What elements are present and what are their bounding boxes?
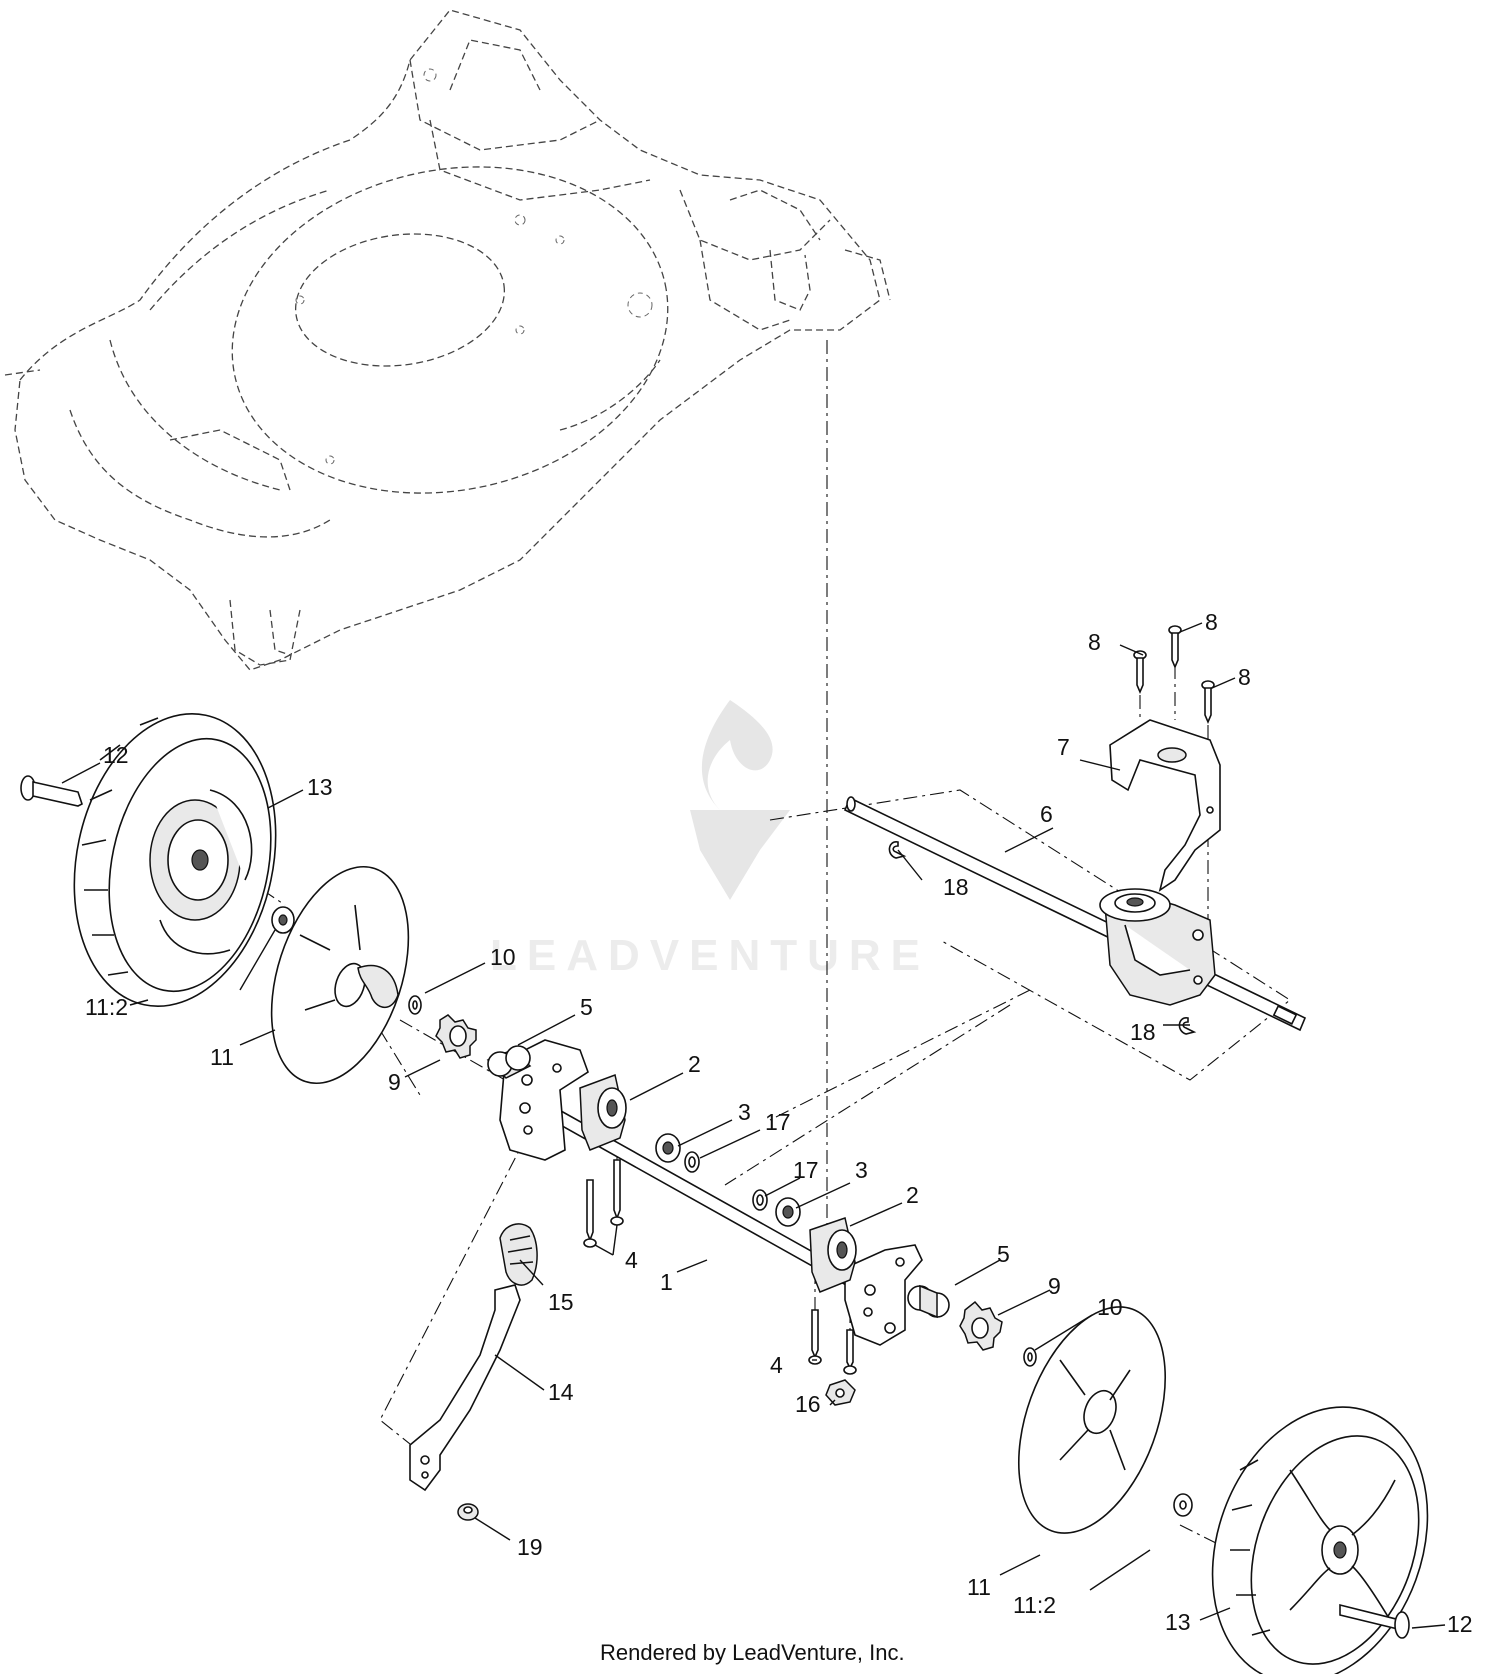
- callout-17: 17: [793, 1157, 819, 1183]
- washer-10-right: [1023, 1347, 1037, 1367]
- washer-10-left: [408, 995, 422, 1015]
- callout-7: 7: [1057, 734, 1070, 760]
- bolt-12-right: [1339, 1603, 1410, 1639]
- callout-19: 19: [517, 1534, 543, 1560]
- callout-12: 12: [1447, 1611, 1473, 1637]
- callout-11-2: 11:2: [85, 994, 128, 1020]
- screw-4-c: [808, 1309, 822, 1365]
- washer-11-2-right: [1173, 1493, 1193, 1517]
- callout-9: 9: [1048, 1273, 1061, 1299]
- washer-17-left: [684, 1151, 700, 1173]
- height-adjust-lever: [409, 1284, 521, 1492]
- callout-17: 17: [765, 1109, 791, 1135]
- height-plate-right: [844, 1244, 923, 1346]
- washer-17-right: [752, 1189, 768, 1211]
- callout-11: 11: [967, 1574, 991, 1600]
- screw-8-left: [1133, 650, 1147, 695]
- screw-8-middle: [1168, 625, 1182, 670]
- wheel-13-left: [73, 713, 277, 1007]
- callout-11-2: 11:2: [1013, 1592, 1056, 1618]
- callout-13: 13: [1165, 1609, 1191, 1635]
- callout-13: 13: [307, 774, 333, 800]
- e-clip-18-upper: [888, 841, 907, 859]
- pinion-9-left: [435, 1014, 477, 1059]
- callout-10: 10: [1097, 1294, 1123, 1320]
- spacer-5-right: [907, 1284, 950, 1319]
- callout-16: 16: [795, 1391, 821, 1417]
- callout-5: 5: [580, 994, 593, 1020]
- wheel-13-right: [1211, 1406, 1429, 1674]
- callout-labels: 1 2 2 3 3 4 4 5 5 6 7 8 8 8 9 9 10 10 11…: [85, 609, 1473, 1637]
- e-clip-18-lower: [1178, 1017, 1197, 1035]
- bearing-3-left: [655, 1133, 681, 1163]
- screw-4-a: [583, 1179, 597, 1248]
- wheel-cover-11-right: [1017, 1306, 1167, 1534]
- callout-11: 11: [210, 1044, 234, 1070]
- callout-1: 1: [660, 1269, 673, 1295]
- gearbox: [1099, 888, 1216, 1006]
- callout-4: 4: [770, 1352, 783, 1378]
- callout-3: 3: [855, 1157, 868, 1183]
- mower-deck-outline: [4, 9, 891, 671]
- callout-14: 14: [548, 1379, 574, 1405]
- spacer-5-left: [486, 1045, 532, 1079]
- callout-4: 4: [625, 1247, 638, 1273]
- callout-3: 3: [738, 1099, 751, 1125]
- callout-2: 2: [688, 1051, 701, 1077]
- footer-credit: Rendered by LeadVenture, Inc.: [600, 1640, 905, 1665]
- callout-6: 6: [1040, 801, 1053, 827]
- leader-lines: [61, 622, 1446, 1629]
- washer-11-2-left: [271, 906, 295, 934]
- watermark-text: LEADVENTURE: [490, 931, 930, 980]
- bolt-12-left: [20, 775, 83, 807]
- callout-12: 12: [103, 742, 129, 768]
- callout-8: 8: [1238, 664, 1251, 690]
- screw-4-d: [843, 1329, 857, 1375]
- callout-18: 18: [1130, 1019, 1156, 1045]
- callout-5: 5: [997, 1241, 1010, 1267]
- height-adjust-knob: [499, 1223, 538, 1286]
- pinion-9-right: [959, 1300, 1003, 1351]
- watermark-logo: LEADVENTURE: [490, 700, 930, 980]
- callout-18: 18: [943, 874, 969, 900]
- callout-8: 8: [1088, 629, 1101, 655]
- callout-15: 15: [548, 1289, 574, 1315]
- fastener-19: [457, 1503, 479, 1521]
- callout-10: 10: [490, 944, 516, 970]
- callout-9: 9: [388, 1069, 401, 1095]
- gearbox-bracket: [1109, 719, 1221, 892]
- screw-8-right: [1201, 680, 1215, 725]
- nut-16: [825, 1379, 856, 1406]
- bearing-3-right: [775, 1197, 801, 1227]
- callout-2: 2: [906, 1182, 919, 1208]
- drive-shaft: [843, 796, 1307, 1032]
- bushing-2-left: [579, 1073, 627, 1151]
- wheel-cover-11-left: [270, 865, 410, 1085]
- screw-4-b: [610, 1159, 624, 1226]
- callout-8: 8: [1205, 609, 1218, 635]
- bushing-2-right: [809, 1217, 857, 1293]
